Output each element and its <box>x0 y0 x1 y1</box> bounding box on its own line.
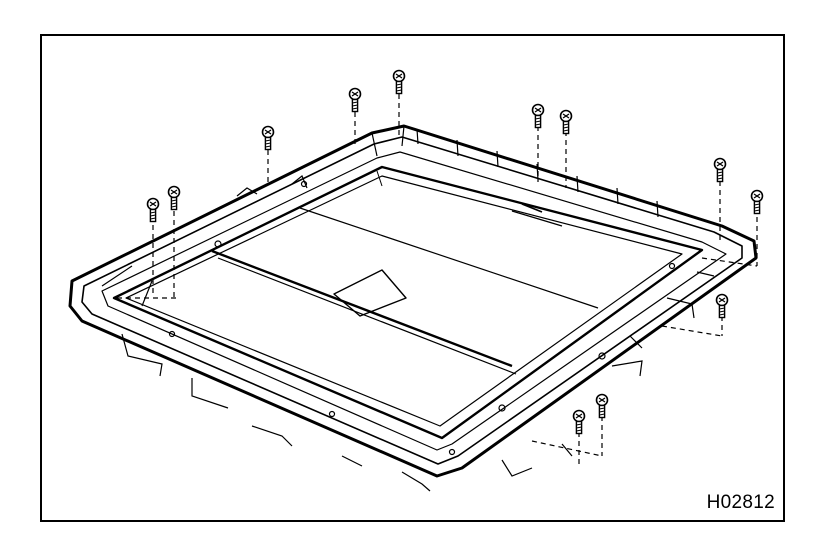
bolt-icon <box>261 125 275 151</box>
bolt-icon <box>348 87 362 113</box>
bolt-icon <box>146 197 160 223</box>
sunroof-glass-panel <box>112 165 704 440</box>
bolt-icon <box>750 189 764 215</box>
bolts <box>146 69 764 435</box>
bolt-icon <box>572 409 586 435</box>
bolt-icon <box>559 109 573 135</box>
bolt-icon <box>531 103 545 129</box>
bolt-icon <box>715 293 729 319</box>
housing-outer-frame <box>68 124 758 478</box>
bolt-guide-lines <box>117 94 758 466</box>
bolt-icon <box>392 69 406 95</box>
sunroof-housing-diagram <box>68 69 764 492</box>
bolt-icon <box>167 185 181 211</box>
housing-rails <box>101 125 715 492</box>
figure-code: H02812 <box>706 492 775 513</box>
bolt-icon <box>595 393 609 419</box>
figure-frame: H02812 <box>40 34 785 522</box>
bolt-icon <box>713 157 727 183</box>
